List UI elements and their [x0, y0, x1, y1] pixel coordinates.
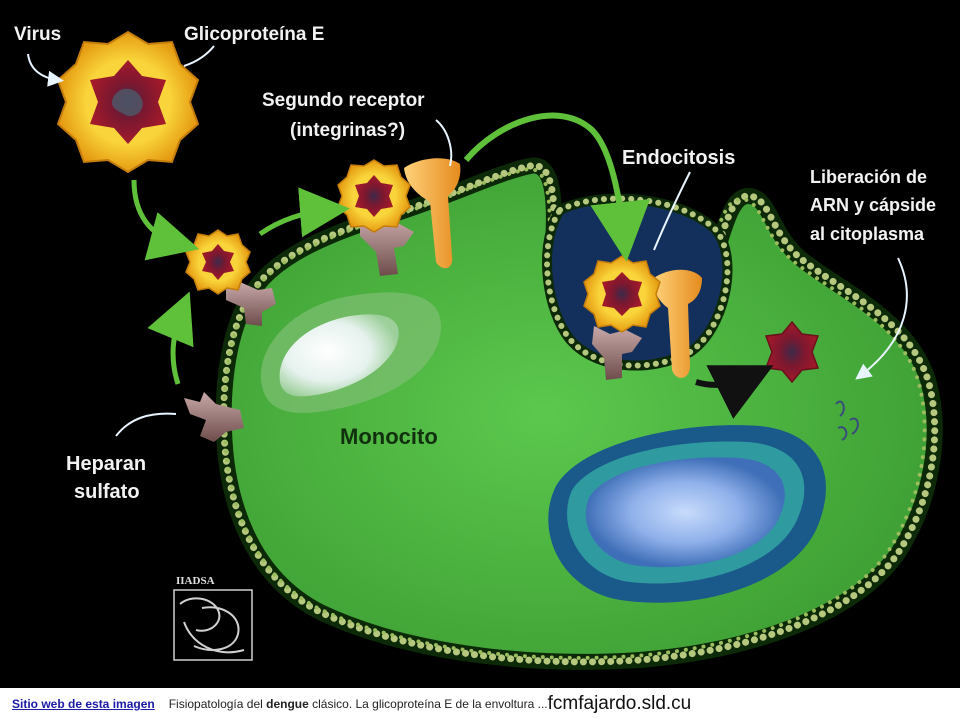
- label-heparan-2: sulfato: [74, 481, 140, 503]
- dengue-pathophysiology-diagram: Virus Glicoproteína E Segundo receptor (…: [14, 24, 943, 670]
- released-rna: [835, 400, 859, 441]
- label-pointers: [27, 45, 908, 437]
- source-domain: fcmfajardo.sld.cu: [547, 693, 692, 714]
- caption-text-after: clásico. La glicoproteína E de la envolt…: [312, 697, 548, 711]
- cell-membrane-dots: [220, 162, 939, 666]
- label-virus: Virus: [14, 24, 61, 45]
- label-second-receptor-2: (integrinas?): [290, 120, 405, 141]
- caption-description: Fisiopatología del dengue clásico. La gl…: [169, 697, 548, 711]
- pointer-endocytosis: [653, 171, 691, 251]
- integrin-receptor-endosome: [653, 269, 702, 378]
- virus-attaching: [185, 229, 251, 295]
- pointer-release: [855, 257, 908, 380]
- label-second-receptor-1: Segundo receptor: [262, 90, 425, 111]
- label-release-2: ARN y cápside: [810, 195, 936, 215]
- arrow-to-endocytosis: [463, 112, 651, 262]
- caption-text-bold: dengue: [266, 697, 309, 711]
- image-caption-bar: Sitio web de esta imagen Fisiopatología …: [0, 688, 960, 720]
- cell-inner-membrane-dots: [222, 167, 927, 660]
- label-glycoprotein-e: Glicoproteína E: [184, 24, 324, 45]
- label-endocytosis: Endocitosis: [622, 147, 735, 169]
- arrow-to-second-receptor: [258, 187, 350, 238]
- released-capsid: [764, 320, 820, 384]
- arrow-heparan-up: [147, 291, 194, 385]
- pointer-heparan: [115, 412, 177, 437]
- nucleus: [548, 425, 826, 603]
- virus-endocytosed: [583, 255, 661, 333]
- pointer-glycoprotein: [183, 45, 215, 67]
- caption-text-before: Fisiopatología del: [168, 697, 263, 711]
- heparan-sulfate-receptor-left: [226, 282, 276, 326]
- arrow-release: [695, 365, 774, 419]
- website-link[interactable]: Sitio web de esta imagen: [12, 697, 155, 711]
- diagram-area: Virus Glicoproteína E Segundo receptor (…: [0, 0, 960, 688]
- label-heparan-1: Heparan: [66, 453, 146, 475]
- label-release-1: Liberación de: [810, 167, 927, 187]
- label-release-3: al citoplasma: [810, 224, 925, 244]
- virus-binding-second-receptor: [337, 159, 411, 233]
- virus-free: [56, 30, 200, 174]
- pointer-virus: [27, 53, 64, 87]
- iadsa-logo: IIADSA: [173, 575, 253, 661]
- heparan-sulfate-receptor-endosome: [592, 326, 642, 380]
- heparan-sulfate-receptor-bottom: [184, 392, 244, 442]
- process-arrows: [131, 112, 774, 419]
- pointer-second-receptor: [435, 119, 453, 167]
- arrow-virus-to-heparan: [131, 179, 200, 261]
- integrin-receptor-top: [404, 158, 461, 269]
- label-monocyte: Monocito: [340, 424, 438, 449]
- vacuole: [260, 292, 442, 413]
- svg-text:IIADSA: IIADSA: [176, 575, 215, 587]
